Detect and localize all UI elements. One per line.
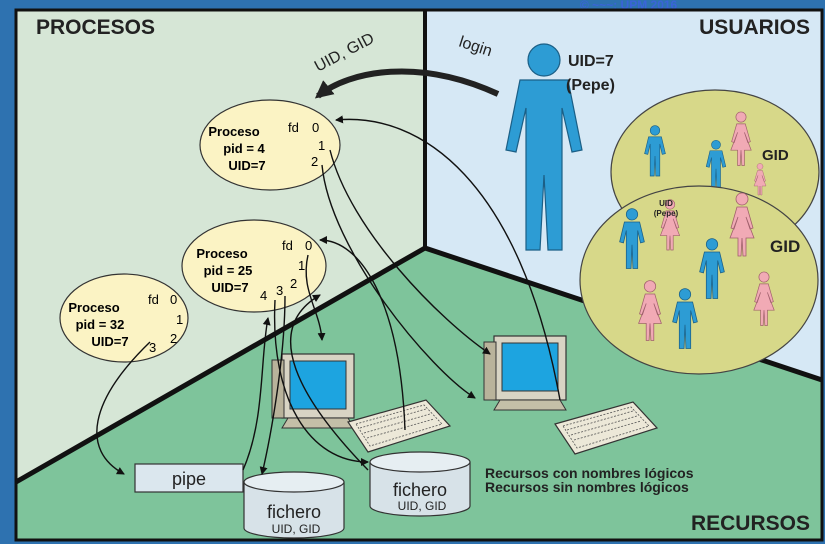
process-pid25-ellipse — [181, 219, 327, 313]
group-uid-name: (Pepe) — [654, 209, 679, 218]
group-large-gid-label: GID — [770, 237, 800, 256]
process-pid4: Proceso pid = 4 UID=7 fd 0 1 2 — [199, 99, 341, 191]
process-pid25-fd3: 3 — [276, 283, 283, 298]
procesos-title: PROCESOS — [36, 16, 155, 39]
process-pid25-uid: UID=7 — [211, 280, 248, 295]
process-pid25-pid: pid = 25 — [204, 263, 253, 278]
process-pid4-fd-label: fd — [288, 120, 299, 135]
recursos-title: RECURSOS — [691, 512, 810, 535]
group-uid-label: UID — [659, 199, 673, 208]
user-uid-label: UID=7 — [568, 53, 614, 70]
resources-note-unnamed: Recursos sin nombres lógicos — [485, 479, 689, 495]
user-pepe-icon — [505, 43, 583, 251]
process-pid25-fd0: 0 — [305, 238, 312, 253]
process-pid25-fd4: 4 — [260, 288, 267, 303]
process-pid32-pid: pid = 32 — [76, 317, 125, 332]
region-divider-left — [14, 245, 427, 485]
monitor-left-icon — [271, 353, 355, 429]
resources-note-named: Recursos con nombres lógicos — [485, 465, 694, 481]
usuarios-title: USUARIOS — [699, 16, 810, 39]
process-pid32-uid: UID=7 — [91, 334, 128, 349]
process-pid32-fd-label: fd — [148, 292, 159, 307]
fichero-right-label: fichero — [393, 480, 447, 500]
process-pid4-fd0: 0 — [312, 120, 319, 135]
process-pid4-title: Proceso — [208, 124, 259, 139]
process-pid32-title: Proceso — [68, 300, 119, 315]
process-pid4-pid: pid = 4 — [223, 141, 265, 156]
fichero-cylinder-right — [369, 451, 471, 517]
process-pid4-fd1: 1 — [318, 138, 325, 153]
monitor-right-icon — [483, 335, 567, 411]
fd-arrows — [96, 115, 561, 475]
pipe-box — [134, 463, 244, 493]
process-pid4-uid: UID=7 — [228, 158, 265, 173]
fichero-left-label: fichero — [267, 502, 321, 522]
process-pid25-fd-label: fd — [282, 238, 293, 253]
process-pid32-ellipse — [59, 273, 189, 363]
fichero-cylinder-left — [243, 471, 345, 539]
fichero-left-sub: UID, GID — [272, 522, 321, 536]
process-pid25-title: Proceso — [196, 246, 247, 261]
process-pid32-fd0: 0 — [170, 292, 177, 307]
group-small-gid-label: GID — [762, 147, 789, 164]
process-pid32-fd2: 2 — [170, 331, 177, 346]
process-pid4-fd2: 2 — [311, 154, 318, 169]
process-pid25: Proceso pid = 25 UID=7 fd 0 1 2 3 4 — [181, 219, 327, 313]
process-pid25-fd2: 2 — [290, 276, 297, 291]
process-pid32: Proceso pid = 32 UID=7 fd 0 1 2 3 — [59, 273, 189, 363]
process-pid4-ellipse — [199, 99, 341, 191]
pipe-label: pipe — [172, 469, 206, 489]
process-pid32-fd3: 3 — [149, 340, 156, 355]
login-arrow — [314, 68, 500, 99]
process-pid32-fd1: 1 — [176, 312, 183, 327]
process-pid25-fd1: 1 — [298, 258, 305, 273]
group-ellipse-large — [579, 185, 819, 375]
user-name-label: (Pepe) — [566, 77, 615, 94]
fichero-right-sub: UID, GID — [398, 499, 447, 513]
